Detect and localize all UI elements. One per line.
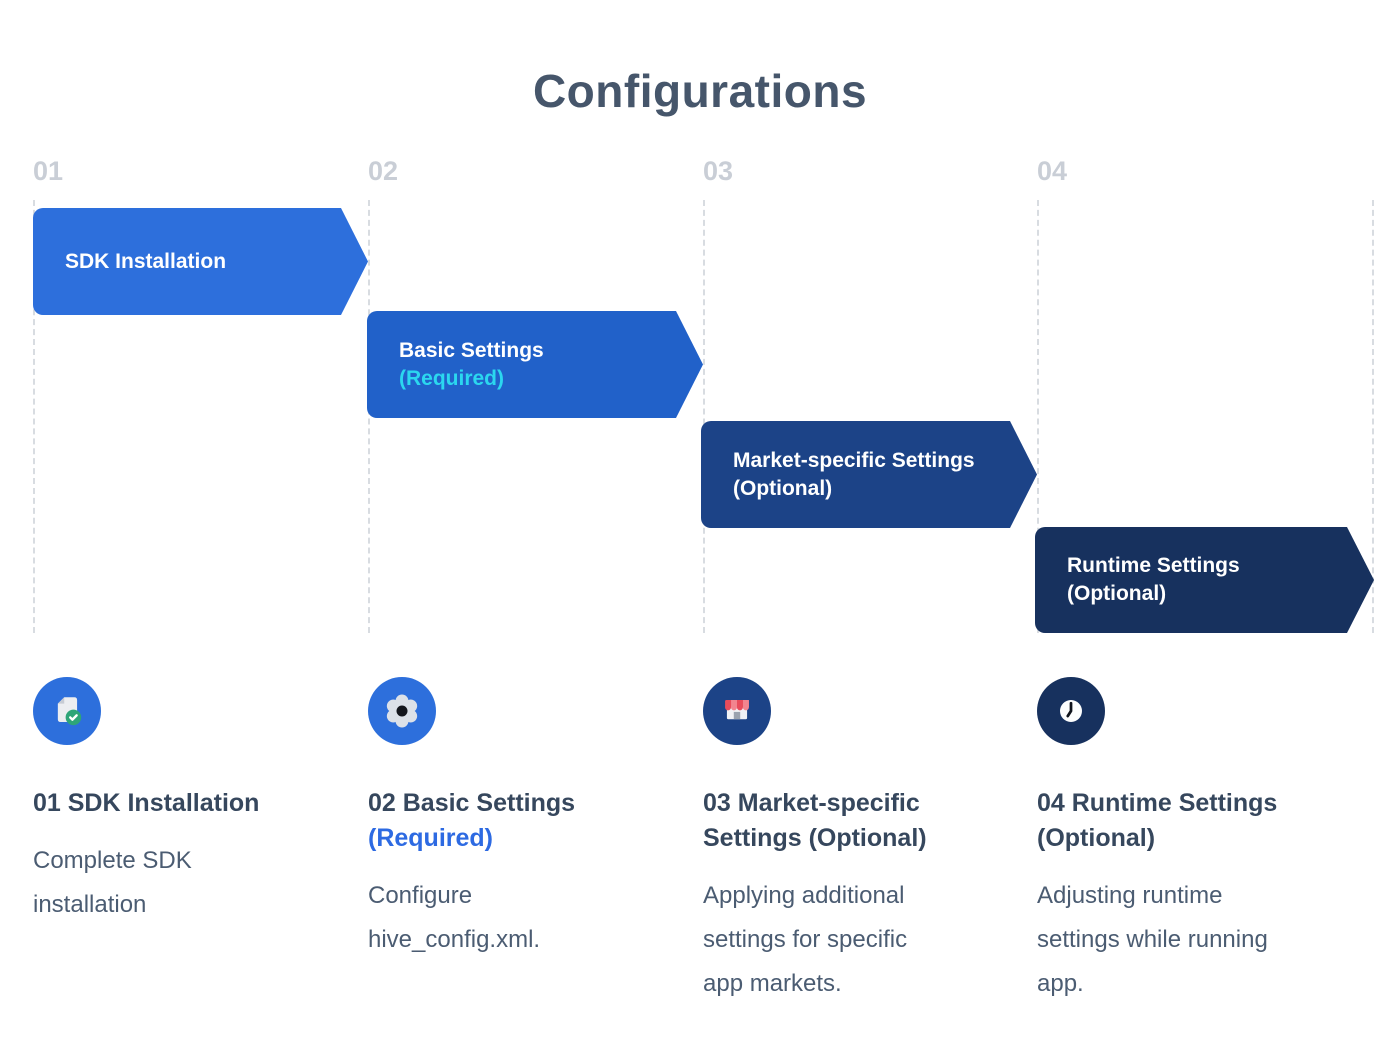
step-heading-required-tag: (Required) (368, 824, 493, 852)
banner-optional-tag: (Optional) (733, 476, 833, 500)
banner-label: Basic Settings (399, 338, 544, 362)
banner-label: SDK Installation (65, 249, 227, 273)
step-detail-sdk-installation: 01 SDK Installation Complete SDK install… (33, 786, 305, 927)
gear-icon (368, 677, 436, 745)
step-description: Complete SDK installation (33, 847, 192, 918)
column-guide-line (368, 200, 370, 633)
step-heading: 04 Runtime Settings (Optional) (1037, 786, 1309, 856)
step-heading: 01 SDK Installation (33, 786, 305, 821)
column-guide-line (1037, 200, 1039, 633)
banner-label: Market-specific Settings (733, 448, 975, 472)
step-heading-line: 01 SDK Installation (33, 789, 260, 817)
step-heading-line: (Optional) (1037, 824, 1156, 852)
banner-basic-settings: Basic Settings (Required) (367, 311, 703, 418)
banner-label: Runtime Settings (1067, 554, 1240, 577)
step-number-02: 02 (368, 156, 399, 186)
column-guide-line (703, 200, 705, 633)
step-heading-line: 03 Market-specific (703, 789, 920, 817)
step-heading-line: 02 Basic Settings (368, 789, 576, 817)
step-number-04: 04 (1037, 156, 1068, 186)
step-detail-runtime-settings: 04 Runtime Settings (Optional) Adjusting… (1037, 786, 1309, 1006)
clock-icon (1037, 677, 1105, 745)
document-check-icon (33, 677, 101, 745)
step-heading: 02 Basic Settings (Required) (368, 786, 640, 856)
banner-market-specific-settings: Market-specific Settings (Optional) (701, 421, 1037, 528)
column-guide-line (1372, 200, 1374, 633)
banner-optional-tag: (Optional) (1067, 582, 1167, 605)
banner-sdk-installation: SDK Installation (33, 208, 368, 315)
step-number-01: 01 (33, 156, 64, 186)
banner-required-tag: (Required) (399, 366, 504, 390)
banner-runtime-settings: Runtime Settings (Optional) (1035, 527, 1374, 633)
page-title: Configurations (532, 65, 868, 117)
step-number-03: 03 (703, 156, 734, 186)
step-detail-basic-settings: 02 Basic Settings (Required) Configure h… (368, 786, 640, 962)
step-detail-market-specific-settings: 03 Market-specific Settings (Optional) A… (703, 786, 975, 1006)
step-heading-line: 04 Runtime Settings (1037, 789, 1278, 817)
step-description: Configure hive_config.xml. (368, 882, 541, 953)
step-description: Applying additional settings for specifi… (703, 882, 908, 997)
storefront-icon (703, 677, 771, 745)
step-heading: 03 Market-specific Settings (Optional) (703, 786, 975, 856)
step-description: Adjusting runtime settings while running… (1037, 882, 1268, 997)
column-guide-line (33, 200, 35, 633)
step-heading-line: Settings (Optional) (703, 824, 927, 852)
